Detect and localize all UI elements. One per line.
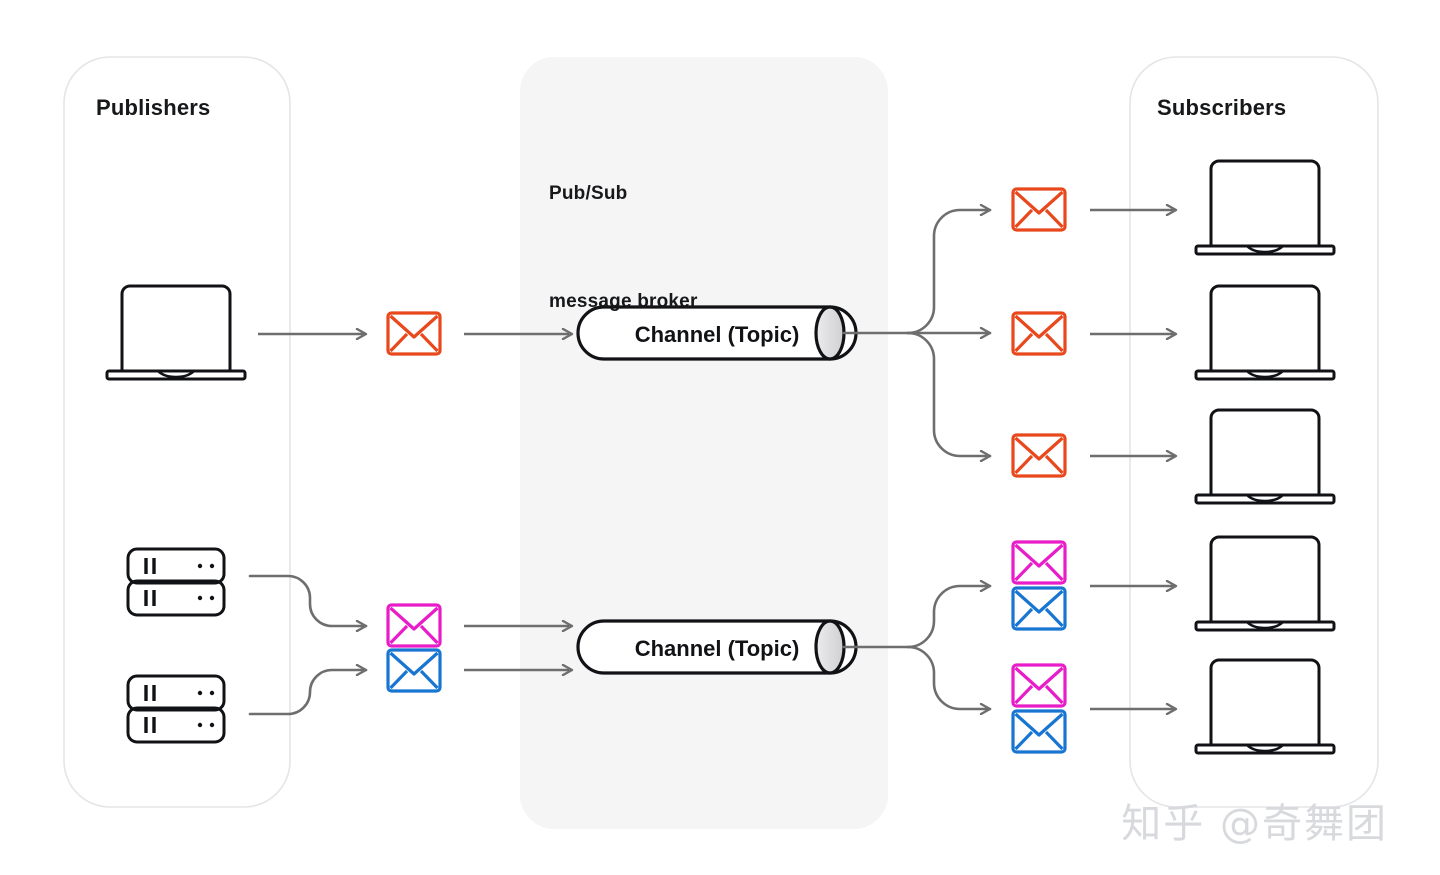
flow-channel2-fanout-2 [906, 645, 992, 709]
flow-server-bottom-to-message [248, 670, 368, 716]
publisher-server-top [126, 547, 226, 585]
envelope-icon-orange-subscriber-3 [1011, 433, 1067, 478]
publisher-server-top-2 [126, 579, 226, 617]
channel-topic-1-label: Channel (Topic) [634, 322, 800, 347]
publishers-panel-title: Publishers [96, 95, 211, 120]
panel-subscribers [1129, 56, 1379, 808]
watermark: 知乎 @奇舞团 [1121, 801, 1388, 847]
subscriber-laptop-5 [1194, 658, 1336, 755]
flow-channel1-fanout-3 [906, 331, 992, 456]
subscriber-laptop-3 [1194, 408, 1336, 505]
envelope-icon-blue-subscriber-5 [1011, 709, 1067, 754]
broker-panel-title: Pub/Sub message broker [549, 104, 698, 392]
flow-channel2-fanout-1 [906, 586, 992, 649]
envelope-icon-magenta-subscriber-4 [1011, 540, 1067, 585]
flow-channel1-fanout-1 [906, 210, 992, 335]
envelope-icon-magenta-publisher [386, 603, 442, 648]
channel-topic-1[interactable] [576, 305, 858, 361]
envelope-icon-magenta-subscriber-5 [1011, 663, 1067, 708]
flow-server-top-to-message [248, 574, 368, 626]
envelope-icon-blue-subscriber-4 [1011, 586, 1067, 631]
envelope-icon-orange-subscriber-2 [1011, 311, 1067, 356]
channel-topic-2[interactable] [576, 619, 858, 675]
publisher-server-bottom [126, 674, 226, 712]
publisher-laptop [105, 284, 247, 381]
envelope-icon-blue-publisher [386, 648, 442, 693]
publisher-server-bottom-2 [126, 706, 226, 744]
subscriber-laptop-2 [1194, 284, 1336, 381]
panel-publishers [63, 56, 291, 808]
channel-topic-2-label: Channel (Topic) [634, 636, 800, 661]
broker-title-line1: Pub/Sub [549, 183, 628, 204]
envelope-icon-orange-publisher [386, 311, 442, 356]
envelope-icon-orange-subscriber-1 [1011, 187, 1067, 232]
subscribers-panel-title: Subscribers [1157, 95, 1287, 120]
broker-title-line2: message broker [549, 291, 698, 312]
subscriber-laptop-4 [1194, 535, 1336, 632]
subscriber-laptop-1 [1194, 159, 1336, 256]
